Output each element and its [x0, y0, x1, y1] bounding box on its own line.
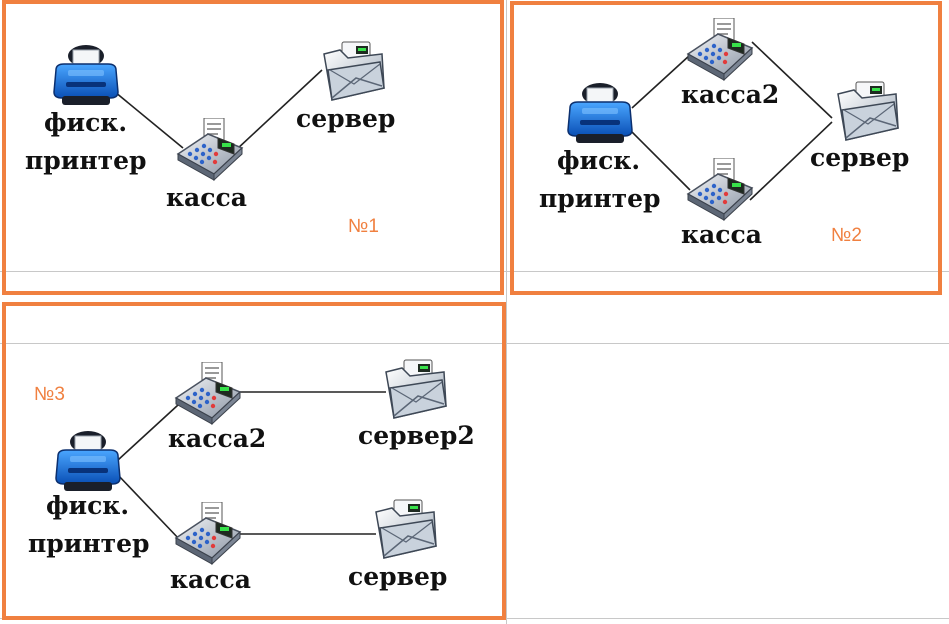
- register-label: касса: [170, 565, 251, 594]
- diagram-panel-3: [2, 302, 506, 620]
- server-icon: [370, 498, 442, 560]
- cash-register-icon: [174, 118, 246, 182]
- diagram-panel-2: [510, 1, 942, 295]
- cash-register-icon: [684, 18, 756, 82]
- server2-label: сервер2: [358, 421, 475, 450]
- printer-icon: [52, 430, 124, 496]
- diagram-number: №1: [348, 216, 379, 237]
- link-printer-register: [631, 131, 691, 191]
- link-register-server: [235, 69, 323, 151]
- grid-line-top-row: [0, 271, 949, 272]
- cash-register-icon: [684, 158, 756, 222]
- register2-label: касса2: [168, 424, 267, 453]
- server-icon: [318, 40, 390, 102]
- link-register-server: [749, 121, 833, 201]
- printer-icon: [50, 44, 122, 110]
- diagram-number: №2: [831, 225, 862, 246]
- grid-line-middle: [0, 343, 949, 344]
- diagram-panel-1: [2, 0, 504, 295]
- diagram-number: №3: [34, 384, 65, 405]
- server-icon: [380, 358, 452, 420]
- link-printer-register: [117, 474, 181, 541]
- server-label: сервер: [810, 143, 910, 172]
- register-label: касса: [166, 183, 247, 212]
- link-printer-register: [114, 91, 184, 149]
- link-register2-server: [751, 41, 833, 119]
- server-label: сервер: [296, 104, 396, 133]
- register-label: касса: [681, 220, 762, 249]
- server-icon: [832, 80, 904, 142]
- printer-label-line1: фиск.: [46, 491, 130, 520]
- printer-label-line2: принтер: [28, 529, 150, 558]
- server-label: сервер: [348, 562, 448, 591]
- grid-line-vertical: [506, 0, 507, 624]
- printer-icon: [564, 82, 636, 148]
- link-printer-register2: [117, 404, 179, 461]
- printer-label-line1: фиск.: [44, 108, 128, 137]
- printer-label-line2: принтер: [25, 146, 147, 175]
- link-printer-register2: [631, 54, 691, 109]
- register2-label: касса2: [681, 80, 780, 109]
- printer-label-line2: принтер: [539, 184, 661, 213]
- cash-register-icon: [172, 362, 244, 426]
- cash-register-icon: [172, 502, 244, 566]
- printer-label-line1: фиск.: [557, 146, 641, 175]
